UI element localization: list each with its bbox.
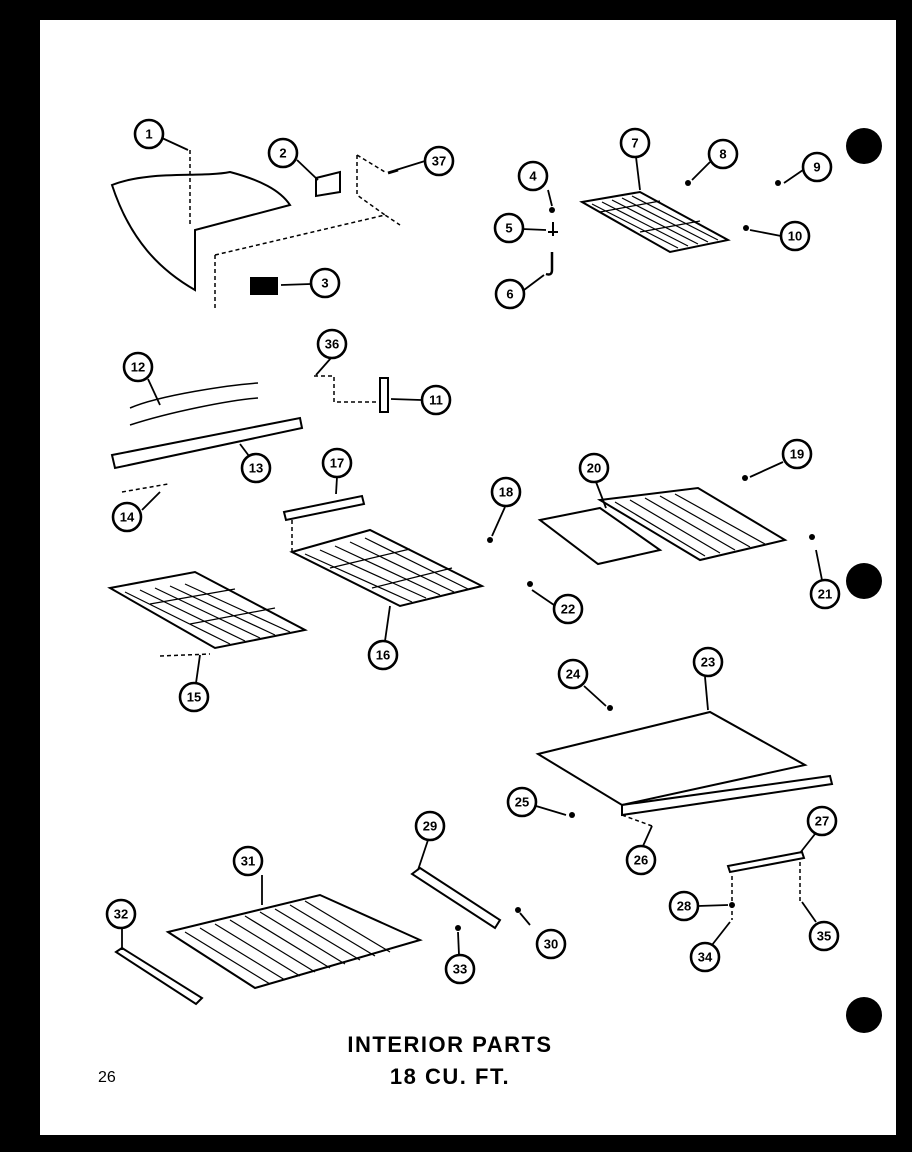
svg-text:31: 31 xyxy=(241,854,255,869)
svg-text:30: 30 xyxy=(544,937,558,952)
callout-10: 10 xyxy=(779,220,811,252)
callout-34: 34 xyxy=(689,941,721,973)
svg-text:24: 24 xyxy=(566,667,581,682)
callout-28: 28 xyxy=(668,890,700,922)
punch-hole-bottom xyxy=(846,997,882,1033)
callout-26: 26 xyxy=(625,844,657,876)
punch-hole-middle xyxy=(846,563,882,599)
callout-15: 15 xyxy=(178,681,210,713)
svg-text:8: 8 xyxy=(719,147,726,162)
callout-24: 24 xyxy=(557,658,589,690)
svg-text:18: 18 xyxy=(499,485,513,500)
callout-3: 3 xyxy=(309,267,341,299)
svg-text:16: 16 xyxy=(376,648,390,663)
title-line-2: 18 CU. FT. xyxy=(389,1064,511,1089)
callout-14: 14 xyxy=(111,501,143,533)
svg-text:36: 36 xyxy=(325,337,339,352)
callout-1: 1 xyxy=(133,118,165,150)
svg-text:23: 23 xyxy=(701,655,715,670)
svg-text:32: 32 xyxy=(114,907,128,922)
svg-text:37: 37 xyxy=(432,154,446,169)
svg-text:10: 10 xyxy=(788,229,802,244)
svg-text:7: 7 xyxy=(631,136,638,151)
svg-text:2: 2 xyxy=(279,146,286,161)
vent-grille-drawing xyxy=(250,277,278,295)
svg-text:33: 33 xyxy=(453,962,467,977)
svg-text:28: 28 xyxy=(677,899,691,914)
shelf-16-drawing xyxy=(282,494,493,608)
svg-text:21: 21 xyxy=(818,587,832,602)
bracket-drawing xyxy=(315,154,399,216)
callout-23: 23 xyxy=(692,646,724,678)
callout-31: 31 xyxy=(232,845,264,877)
page-number: 26 xyxy=(98,1069,116,1086)
callout-27: 27 xyxy=(806,805,838,837)
slide-29-drawing xyxy=(410,866,521,931)
callout-36: 36 xyxy=(316,328,348,360)
shelf-20-drawing xyxy=(527,475,815,587)
svg-text:9: 9 xyxy=(813,160,820,175)
svg-text:17: 17 xyxy=(330,456,344,471)
rail-27-drawing xyxy=(726,850,806,920)
callout-4: 4 xyxy=(517,160,549,192)
callout-11: 11 xyxy=(420,384,452,416)
crisper-cover-drawing xyxy=(535,705,834,827)
svg-text:1: 1 xyxy=(145,127,152,142)
callout-6: 6 xyxy=(494,278,526,310)
title-line-1: INTERIOR PARTS xyxy=(347,1032,553,1057)
liner-panel-drawing xyxy=(110,150,401,310)
callout-33: 33 xyxy=(444,953,476,985)
svg-text:15: 15 xyxy=(187,690,201,705)
svg-text:22: 22 xyxy=(561,602,575,617)
svg-text:13: 13 xyxy=(249,461,263,476)
svg-text:29: 29 xyxy=(423,819,437,834)
callout-2: 2 xyxy=(267,137,299,169)
callout-29: 29 xyxy=(414,810,446,842)
callout-12: 12 xyxy=(122,351,154,383)
callout-5: 5 xyxy=(493,212,525,244)
svg-text:34: 34 xyxy=(698,950,713,965)
callout-7: 7 xyxy=(619,127,651,159)
hardware-4-6 xyxy=(545,207,558,276)
svg-text:26: 26 xyxy=(634,853,648,868)
callout-19: 19 xyxy=(781,438,813,470)
shelf-rail-drawing xyxy=(110,375,389,493)
leader-lines xyxy=(121,137,823,956)
callout-17: 17 xyxy=(321,447,353,479)
svg-text:25: 25 xyxy=(515,795,529,810)
svg-text:27: 27 xyxy=(815,814,829,829)
svg-text:35: 35 xyxy=(817,929,831,944)
callout-13: 13 xyxy=(240,452,272,484)
callout-37: 37 xyxy=(423,145,455,177)
svg-text:19: 19 xyxy=(790,447,804,462)
svg-text:4: 4 xyxy=(529,169,537,184)
svg-text:14: 14 xyxy=(120,510,135,525)
callout-20: 20 xyxy=(578,452,610,484)
callout-32: 32 xyxy=(105,898,137,930)
shelf-7-drawing xyxy=(579,180,781,254)
svg-text:20: 20 xyxy=(587,461,601,476)
svg-text:3: 3 xyxy=(321,276,328,291)
shelf-31-drawing xyxy=(165,893,423,990)
callout-9: 9 xyxy=(801,151,833,183)
slide-32-drawing xyxy=(114,946,204,1006)
punch-hole-top xyxy=(846,128,882,164)
callout-18: 18 xyxy=(490,476,522,508)
callout-25: 25 xyxy=(506,786,538,818)
shelf-15-drawing xyxy=(107,570,308,657)
svg-text:12: 12 xyxy=(131,360,145,375)
callout-16: 16 xyxy=(367,639,399,671)
svg-text:5: 5 xyxy=(505,221,512,236)
callout-30: 30 xyxy=(535,928,567,960)
callout-21: 21 xyxy=(809,578,841,610)
svg-text:6: 6 xyxy=(506,287,513,302)
callout-35: 35 xyxy=(808,920,840,952)
svg-text:11: 11 xyxy=(429,393,443,408)
callout-8: 8 xyxy=(707,138,739,170)
callout-22: 22 xyxy=(552,593,584,625)
